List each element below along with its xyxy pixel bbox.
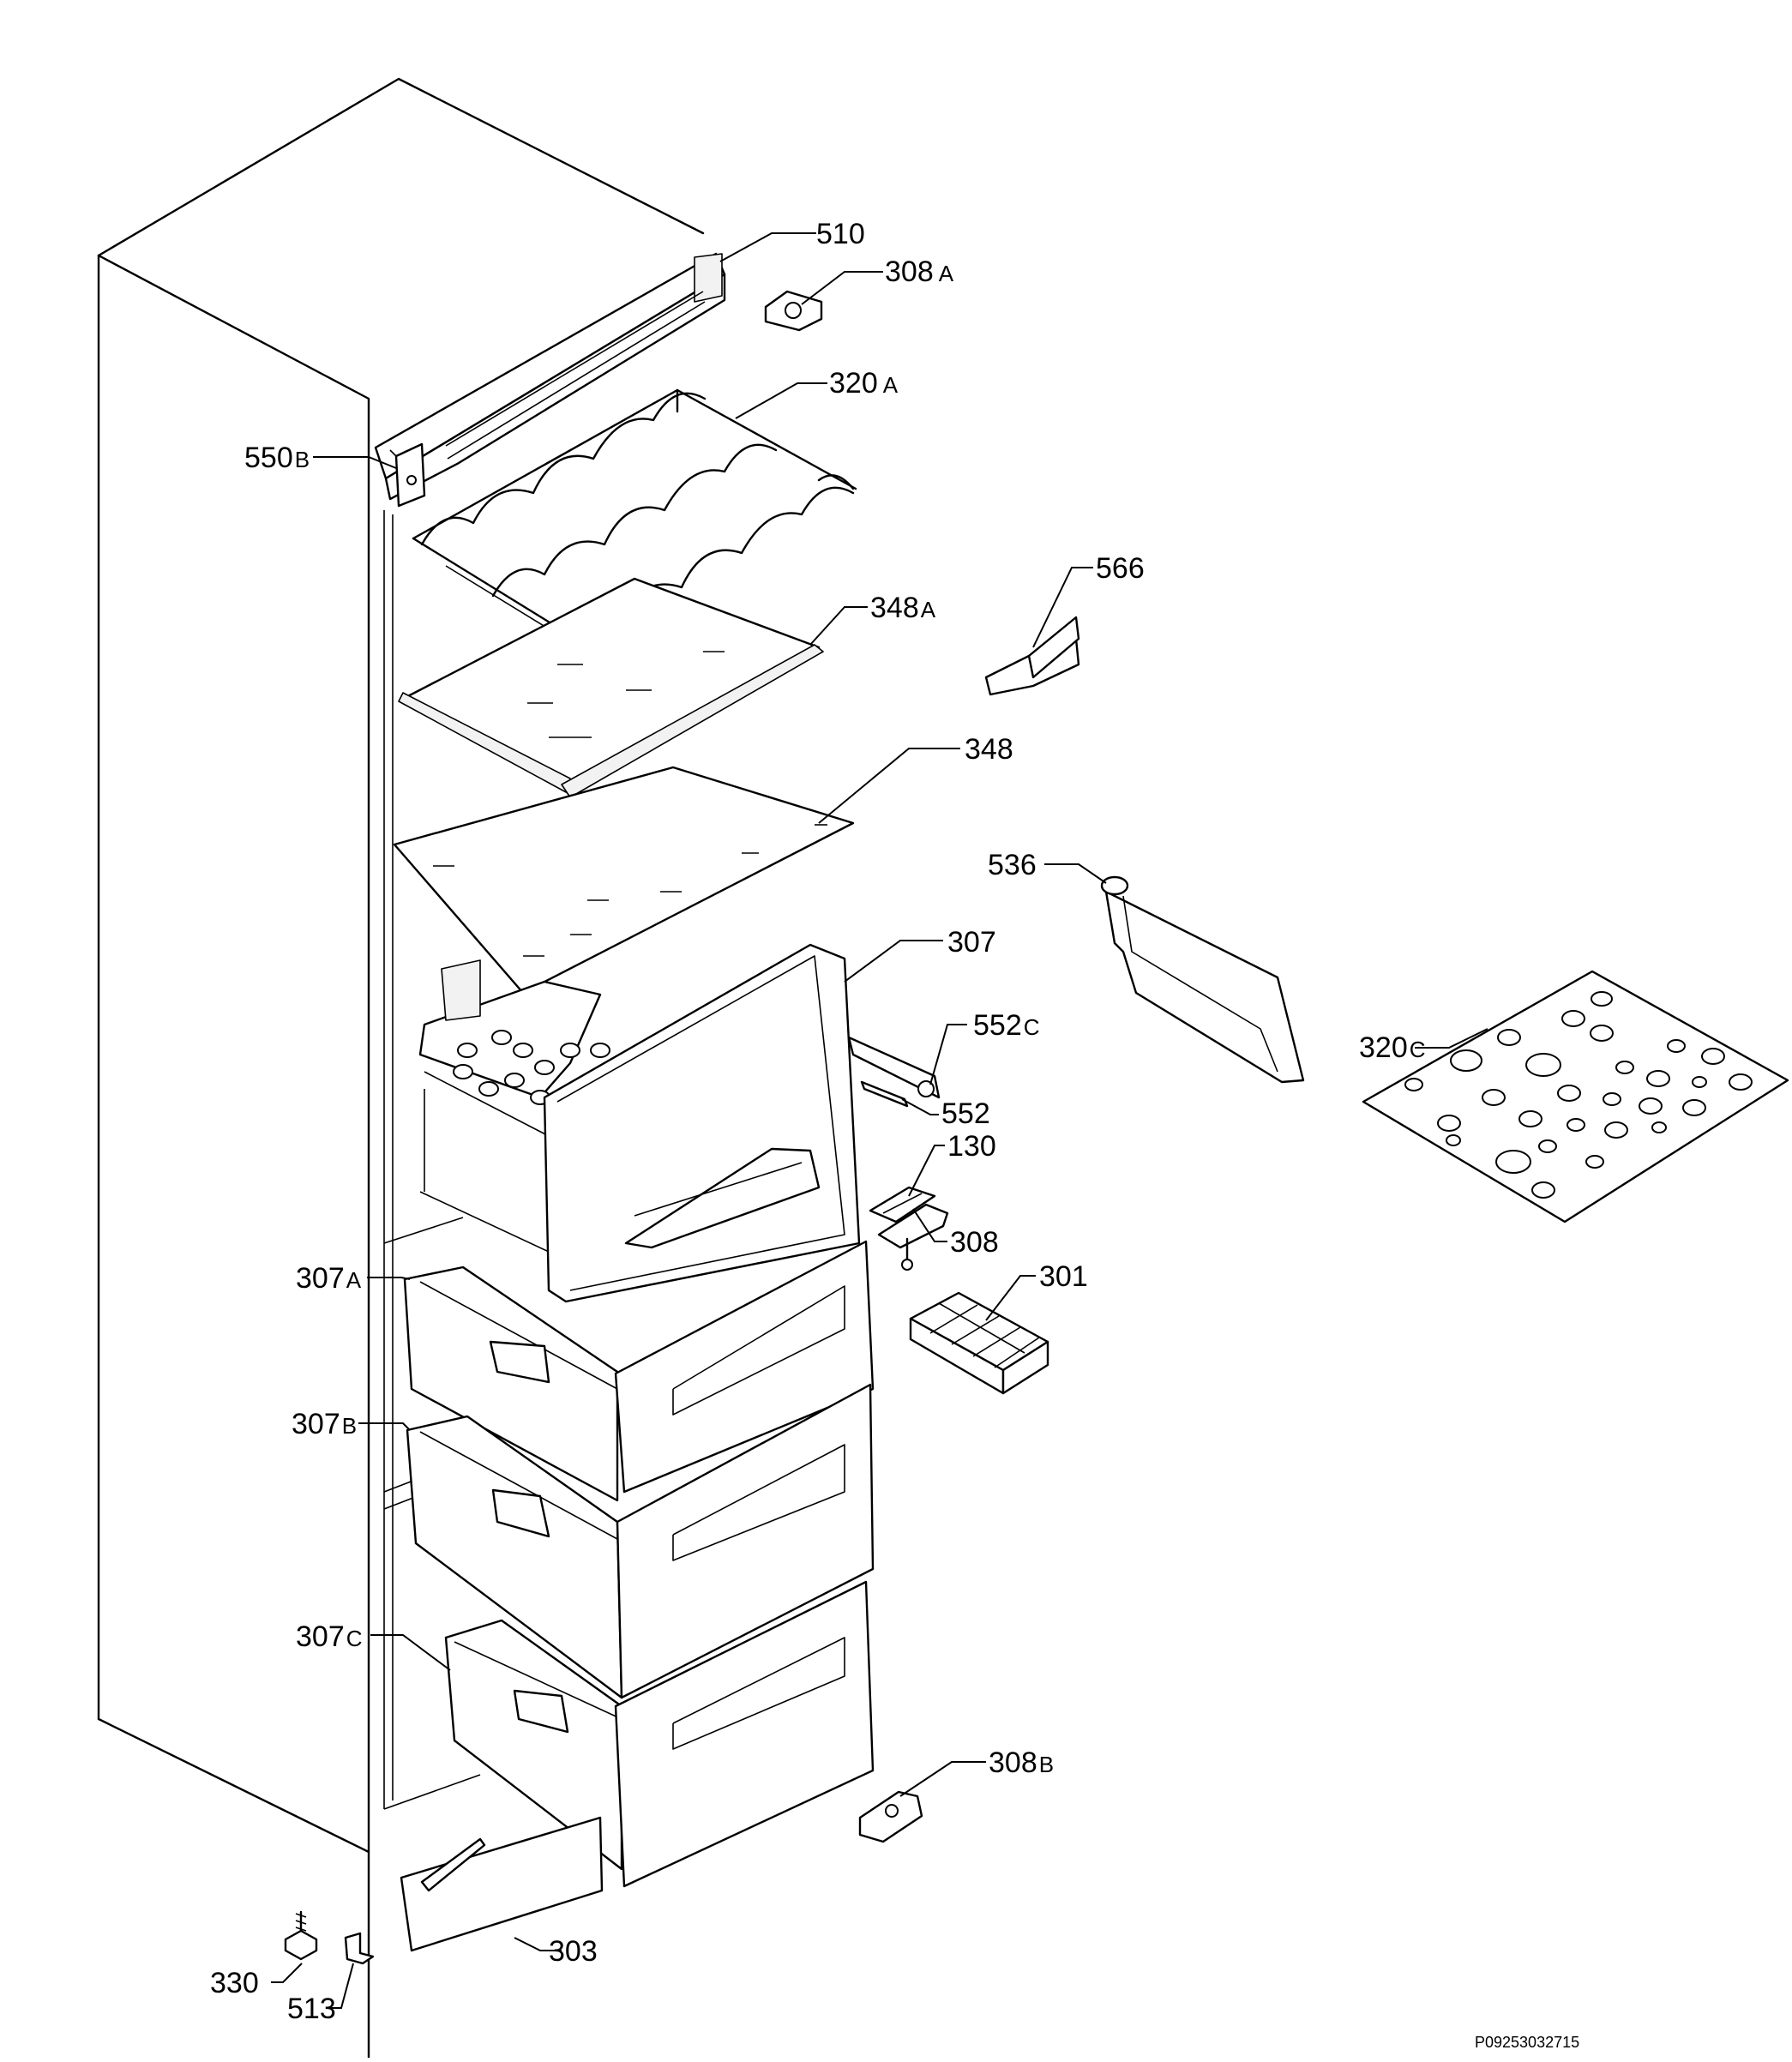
part-307b-drawer (406, 1383, 875, 1699)
callout-550b: 550B (244, 442, 310, 474)
plate-holes (1404, 991, 1753, 1199)
callout-320c: 320C (1359, 1031, 1426, 1064)
callout-307a: 307A (296, 1262, 362, 1295)
callout-566: 566 (1096, 552, 1145, 585)
leader-lines (271, 232, 1488, 2009)
part-307c-drawer (444, 1580, 875, 1888)
part-130-spring (869, 1186, 936, 1223)
part-307-freezer-basket (418, 943, 861, 1303)
callout-513: 513 (287, 1993, 336, 2025)
part-566-clip (984, 616, 1080, 696)
callout-330: 330 (210, 1967, 259, 1999)
part-513-clip (344, 1932, 375, 1965)
callout-301: 301 (1039, 1260, 1088, 1293)
part-308a-hinge (764, 290, 823, 332)
part-308-hinge (877, 1203, 949, 1271)
callout-552c: 552C (973, 1009, 1040, 1042)
part-320a-wine-rack (412, 388, 857, 653)
callout-348a: 348A (870, 592, 936, 624)
part-348-glass-shelf (393, 766, 855, 995)
callout-307c: 307C (296, 1620, 363, 1653)
part-320c-perforated-plate (1362, 970, 1789, 1223)
callout-348: 348 (965, 733, 1013, 766)
part-303-kick-plate (400, 1816, 604, 1952)
callout-307b: 307B (292, 1408, 357, 1440)
part-308b-hinge (858, 1790, 923, 1843)
callout-510: 510 (816, 218, 865, 250)
refrigerator-cabinet (97, 77, 705, 2059)
callout-308b: 308B (989, 1746, 1054, 1779)
part-536-divider (1100, 875, 1305, 1084)
part-330-leveling-foot (284, 1910, 318, 1961)
callout-307: 307 (947, 926, 996, 959)
callout-130: 130 (947, 1130, 996, 1163)
callout-303: 303 (549, 1935, 598, 1968)
part-510-top-trim (374, 252, 726, 501)
part-307a-drawer (403, 1240, 875, 1502)
drawing-code: P09253032715 (1475, 2034, 1579, 2051)
callout-308: 308 (950, 1226, 999, 1259)
part-348a-glass-shelf (398, 577, 824, 798)
part-552c-rail (847, 1036, 941, 1099)
part-552-rail (860, 1080, 909, 1108)
part-550b-bracket (389, 442, 426, 508)
callout-536: 536 (988, 849, 1037, 881)
callout-552: 552 (941, 1097, 990, 1130)
part-301-ice-tray (909, 1291, 1049, 1395)
